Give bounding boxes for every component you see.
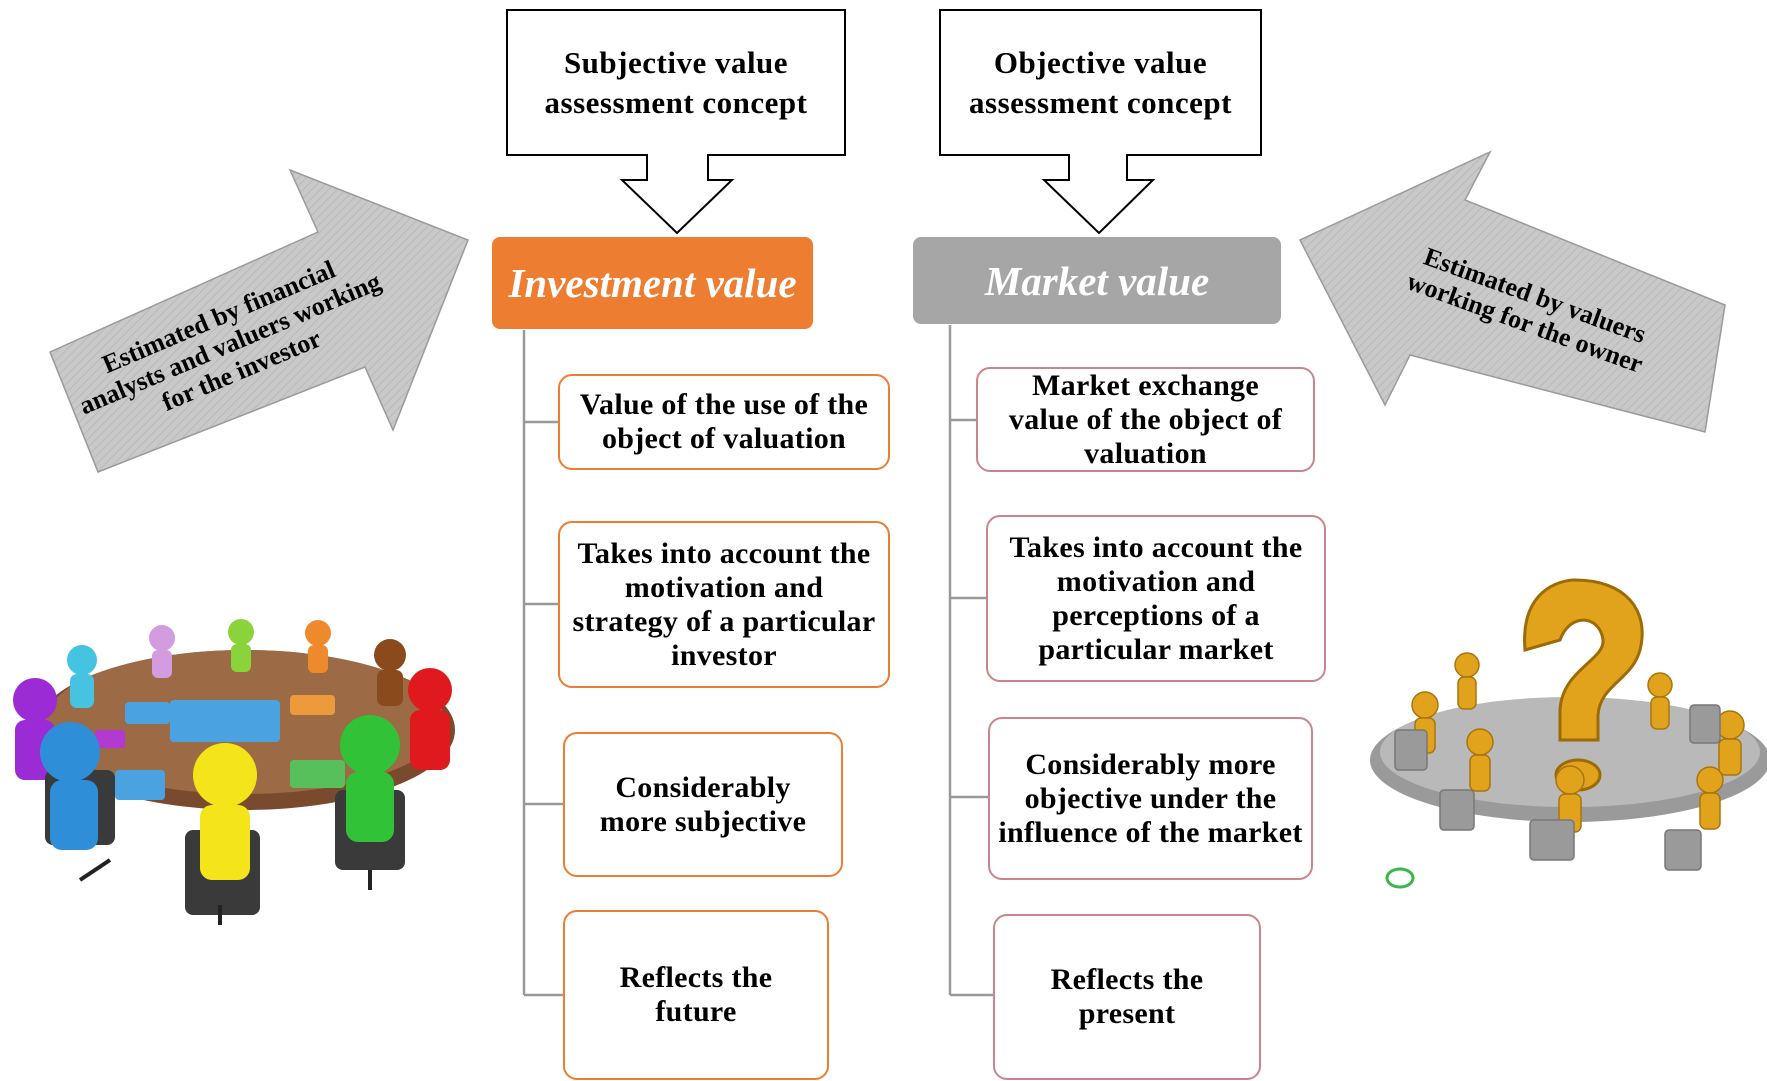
objective-concept-box: Objective value assessment concept (940, 40, 1261, 126)
objective-callout-shape (939, 9, 1262, 235)
market-connector-lines (948, 325, 993, 997)
investment-connector-lines (522, 330, 563, 997)
investment-item-label: Value of the use of the object of valuat… (579, 388, 869, 455)
people-around-puzzle-table-illustration (13, 619, 455, 925)
market-item-label: Takes into account the motivation and pe… (1009, 530, 1303, 666)
objective-concept-label: Objective value assessment concept (969, 45, 1232, 120)
market-item-exchange-value: Market exchange value of the object of v… (976, 367, 1315, 472)
golden-figures-question-mark-illustration (1370, 578, 1767, 889)
investment-item-subjective: Considerably more subjective (563, 732, 843, 877)
market-item-present: Reflects the present (993, 914, 1261, 1080)
subjective-callout-shape (506, 9, 846, 235)
market-item-objective: Considerably more objective under the in… (988, 717, 1313, 880)
market-item-label: Considerably more objective under the in… (998, 747, 1303, 849)
right-estimation-arrow (1298, 150, 1726, 433)
left-estimation-arrow (49, 168, 469, 473)
investment-item-label: Takes into account the motivation and st… (572, 536, 876, 672)
subjective-concept-box: Subjective value assessment concept (507, 40, 845, 126)
investment-value-header: Investment value (492, 237, 813, 329)
market-item-label: Reflects the present (1050, 963, 1204, 1030)
market-value-header: Market value (913, 237, 1281, 324)
investment-item-future: Reflects the future (563, 910, 829, 1080)
investment-item-label: Considerably more subjective (599, 770, 807, 838)
subjective-concept-label: Subjective value assessment concept (544, 45, 808, 120)
investment-item-label: Reflects the future (619, 961, 773, 1028)
market-item-label: Market exchange value of the object of v… (1008, 368, 1283, 470)
investment-value-label: Investment value (508, 260, 797, 306)
investment-item-use-value: Value of the use of the object of valuat… (558, 374, 890, 470)
market-value-label: Market value (984, 257, 1210, 304)
market-item-motivation: Takes into account the motivation and pe… (986, 515, 1326, 682)
investment-item-motivation: Takes into account the motivation and st… (558, 521, 890, 688)
